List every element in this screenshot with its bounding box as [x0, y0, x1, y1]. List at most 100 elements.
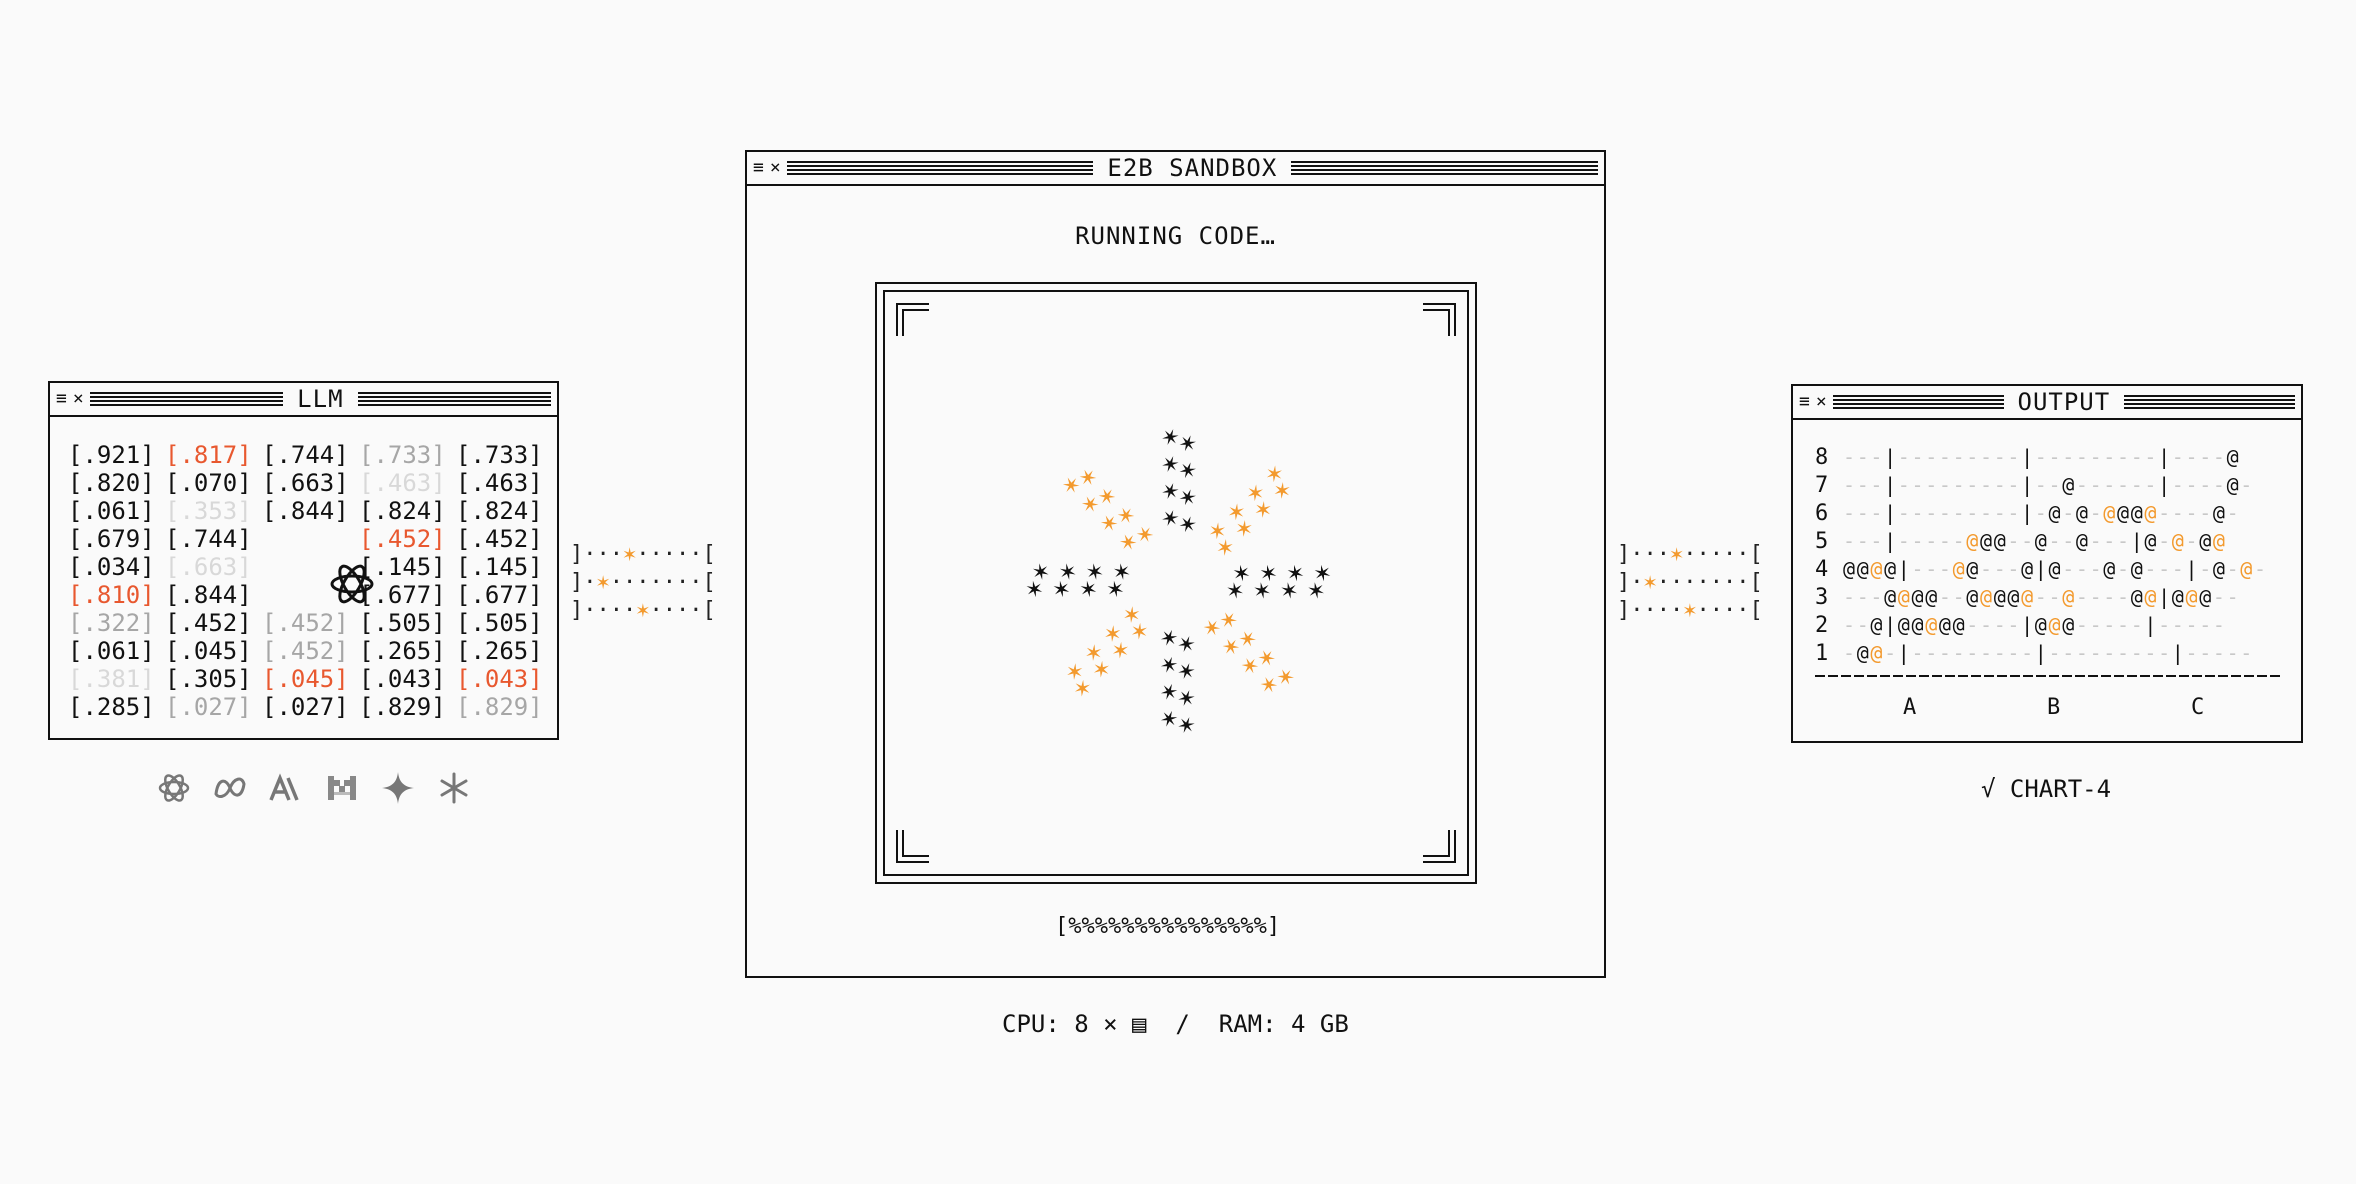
matrix-cell: [.305]: [165, 665, 252, 693]
grid-dash: -: [2144, 473, 2156, 497]
column-divider: |: [1898, 557, 1910, 581]
chart-point: @: [1966, 529, 1978, 553]
chart-point: @: [1953, 613, 1965, 637]
grid-dash: -: [2117, 445, 2129, 469]
grid-dash: -: [2172, 557, 2184, 581]
grid-dash: -: [2240, 473, 2252, 497]
flow-line: ]····✶····[: [570, 598, 716, 623]
grid-dash: -: [1980, 445, 1992, 469]
chart-point: @: [1966, 557, 1978, 581]
grid-dash: -: [2035, 473, 2047, 497]
grid-dash: -: [2213, 613, 2225, 637]
matrix-cell: [.145]: [456, 553, 543, 581]
grid-dash: -: [1966, 501, 1978, 525]
grid-dash: -: [2199, 473, 2211, 497]
model-logos: [156, 770, 472, 806]
meta-icon[interactable]: [212, 770, 248, 806]
chart-point: @: [2199, 585, 2211, 609]
grid-dash: -: [2117, 473, 2129, 497]
grid-dash: -: [2254, 557, 2266, 581]
chart-point: @: [1925, 585, 1937, 609]
grid-dash: -: [2090, 613, 2102, 637]
corner-bracket-icon: [1423, 303, 1456, 336]
mistral-icon[interactable]: [324, 770, 360, 806]
grid-dash: -: [2076, 445, 2088, 469]
column-divider: |: [1884, 501, 1896, 525]
close-icon[interactable]: ×: [1815, 391, 1827, 412]
grid-dash: -: [1953, 529, 1965, 553]
grid-dash: -: [2103, 445, 2115, 469]
chart-point: @: [1884, 585, 1896, 609]
ascii-chart: 8---|---------|---------|----@7---|-----…: [1815, 445, 2283, 720]
grid-dash: -: [2090, 529, 2102, 553]
grid-dash: -: [2240, 641, 2252, 665]
grid-dash: -: [1953, 445, 1965, 469]
grid-dash: -: [2007, 473, 2019, 497]
matrix-cell: [.677]: [456, 581, 543, 609]
matrix-cell: [.061]: [68, 497, 155, 525]
chart-point: @: [2144, 529, 2156, 553]
pinwheel-segment-icon: ✶✶: [1020, 559, 1058, 603]
menu-icon[interactable]: ≡: [56, 388, 67, 409]
grid-dash: -: [2035, 445, 2047, 469]
y-tick-label: 3: [1815, 585, 1828, 610]
grid-dash: -: [2172, 501, 2184, 525]
chart-point: @: [2117, 501, 2129, 525]
openai-icon[interactable]: [156, 770, 192, 806]
chart-point: @: [2144, 585, 2156, 609]
sandbox-viewport-inner-frame: [883, 290, 1469, 876]
gemini-icon[interactable]: [380, 770, 416, 806]
pinwheel-segment-icon: ✶✶: [1156, 702, 1200, 739]
chart-point: @: [2144, 501, 2156, 525]
matrix-row: [.034][.663] [.145][.145]: [68, 553, 553, 581]
column-divider: |: [2035, 557, 2047, 581]
chart-point: @: [2049, 613, 2061, 637]
grid-dash: -: [2172, 473, 2184, 497]
grid-dash: -: [2199, 501, 2211, 525]
grid-dash: -: [2213, 641, 2225, 665]
grid-dash: -: [2103, 613, 2115, 637]
grid-dash: -: [1966, 445, 1978, 469]
chart-point: @: [2049, 557, 2061, 581]
grid-dash: -: [1980, 557, 1992, 581]
chart-point: @: [1994, 529, 2006, 553]
chart-point: @: [2131, 501, 2143, 525]
matrix-row: [.820][.070][.663][.463][.463]: [68, 469, 553, 497]
matrix-cell: [.027]: [262, 693, 349, 721]
column-divider: |: [1884, 445, 1896, 469]
grid-dash: -: [2117, 585, 2129, 609]
titlebar-stripes: [786, 161, 1094, 175]
matrix-cell: [.045]: [165, 637, 252, 665]
y-tick-label: 7: [1815, 473, 1828, 498]
matrix-cell: [.820]: [68, 469, 155, 497]
llm-titlebar: ≡ × LLM: [50, 383, 557, 417]
y-tick-label: 2: [1815, 613, 1828, 638]
y-tick-label: 4: [1815, 557, 1828, 582]
chart-point: @: [2213, 529, 2225, 553]
grid-dash: -: [1953, 473, 1965, 497]
chart-point: @: [2076, 501, 2088, 525]
grid-dash: -: [2103, 529, 2115, 553]
column-divider: |: [2021, 501, 2033, 525]
grid-dash: -: [2090, 501, 2102, 525]
close-icon[interactable]: ×: [769, 157, 781, 178]
sandbox-window: ≡ × E2B SANDBOX RUNNING CODE… ✶✶✶✶✶✶✶✶✶✶…: [745, 150, 1606, 978]
column-divider: |: [2131, 529, 2143, 553]
grid-dash: -: [1884, 641, 1896, 665]
grid-dash: -: [1925, 501, 1937, 525]
grid-dash: -: [1925, 557, 1937, 581]
grid-dash: -: [1870, 585, 1882, 609]
grid-dash: -: [2007, 445, 2019, 469]
matrix-cell: [.043]: [359, 665, 446, 693]
menu-icon[interactable]: ≡: [753, 157, 764, 178]
anthropic-icon[interactable]: [268, 770, 304, 806]
grid-dash: -: [2227, 585, 2239, 609]
chart-point: @: [1870, 613, 1882, 637]
grid-dash: -: [2049, 641, 2061, 665]
grid-dash: -: [2144, 445, 2156, 469]
close-icon[interactable]: ×: [72, 388, 84, 409]
titlebar-stripes: [1832, 395, 2004, 409]
grid-dash: -: [2227, 641, 2239, 665]
perplexity-icon[interactable]: [436, 770, 472, 806]
menu-icon[interactable]: ≡: [1799, 391, 1810, 412]
